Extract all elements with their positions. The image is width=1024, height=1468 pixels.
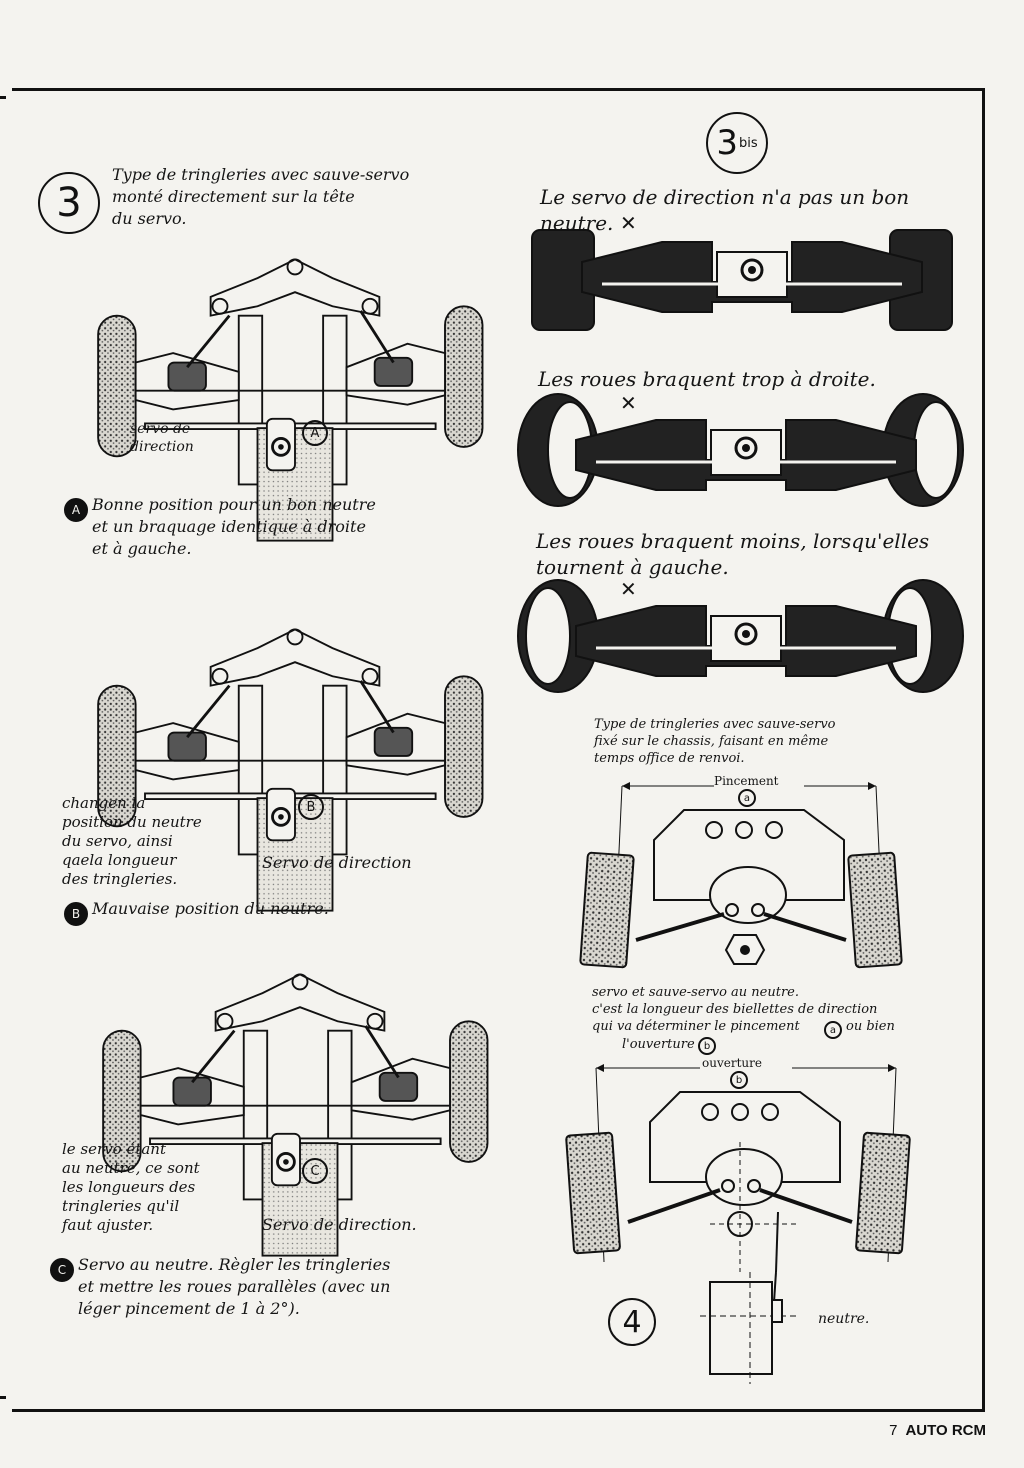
note-a-marker-text: A <box>71 503 81 517</box>
pincement-label: Pincement <box>714 774 779 788</box>
servo-label-b: Servo de direction <box>262 853 412 872</box>
cross-mark-2: ✕ <box>620 391 637 415</box>
ouverture-drawing <box>565 1064 911 1273</box>
note-a: Bonne position pour un bon neutre et un … <box>92 495 376 558</box>
pincement-note-marker-text: a <box>829 1024 837 1036</box>
pincement-note-marker: a <box>824 1021 842 1039</box>
side-note-b: changen la position du neutre du servo, … <box>62 794 202 888</box>
magazine-name: AUTO RCM <box>905 1422 986 1439</box>
figure-3-caption: Type de tringleries avec sauve-servo mon… <box>112 165 410 228</box>
marker-a-text: A <box>310 425 320 441</box>
figure-4-note: servo et sauve-servo au neutre. c'est la… <box>592 985 878 1034</box>
note-c: Servo au neutre. Règler les tringleries … <box>78 1255 391 1318</box>
pincement-marker: a <box>738 789 756 807</box>
page-number: 7 <box>889 1422 898 1439</box>
chassis-top-view-3 <box>517 579 964 693</box>
cross-mark-1: ✕ <box>620 211 637 235</box>
cross-mark-3: ✕ <box>620 577 637 601</box>
servo-label-a: servo de direction <box>130 421 194 455</box>
marker-b-text: B <box>306 799 316 815</box>
edge-mark-bottom <box>0 1396 6 1399</box>
marker-c-text: C <box>310 1163 320 1179</box>
note-b-marker-text: B <box>71 907 81 921</box>
neutre-label: neutre. <box>818 1311 870 1327</box>
ouverture-marker-text: b <box>735 1074 743 1086</box>
page-frame <box>12 88 985 1412</box>
figure-4-number-text: 4 <box>622 1304 642 1340</box>
note-b-marker: B <box>64 902 88 926</box>
ouverture-label: ouverture <box>702 1056 762 1070</box>
figure-3bis-number-text: 3 <box>716 123 738 163</box>
ouverture-note-marker-text: b <box>703 1040 711 1052</box>
pincement-drawing <box>579 782 903 969</box>
marker-a: A <box>302 420 328 446</box>
side-note-c: le servo étant au neutre, ce sont les lo… <box>62 1140 200 1234</box>
ouverture-marker: b <box>730 1071 748 1089</box>
page-footer: 7 AUTO RCM <box>889 1422 986 1439</box>
ou-bien-text: ou bien <box>846 1019 895 1034</box>
figure-3bis-caption-3: Les roues braquent moins, lorsqu'elles t… <box>536 529 930 579</box>
figure-3bis-suffix: bis <box>739 135 758 151</box>
ouverture-note-marker: b <box>698 1037 716 1055</box>
ouverture-note-line: l'ouverture <box>622 1037 695 1052</box>
pincement-marker-text: a <box>743 792 751 804</box>
servo-label-c: Servo de direction. <box>262 1215 417 1234</box>
marker-b: B <box>298 794 324 820</box>
chassis-top-view-1 <box>531 229 953 331</box>
figure-3-number-text: 3 <box>56 180 82 226</box>
note-a-marker: A <box>64 498 88 522</box>
figure-3-number: 3 <box>38 172 100 234</box>
note-c-marker-text: C <box>57 1263 67 1277</box>
figure-3bis-caption-4: Type de tringleries avec sauve-servo fix… <box>594 717 836 766</box>
note-b: Mauvaise position du neutre. <box>92 899 329 918</box>
edge-mark-top <box>0 96 6 99</box>
chassis-top-view-2 <box>517 393 964 507</box>
figure-3bis-caption-2: Les roues braquent trop à droite. <box>538 367 876 391</box>
marker-c: C <box>302 1158 328 1184</box>
servo-neutral-drawing <box>700 1271 800 1384</box>
figure-3bis-caption-1: Le servo de direction n'a pas un bon neu… <box>540 185 910 235</box>
figure-4-number: 4 <box>608 1298 656 1346</box>
note-c-marker: C <box>50 1258 74 1282</box>
